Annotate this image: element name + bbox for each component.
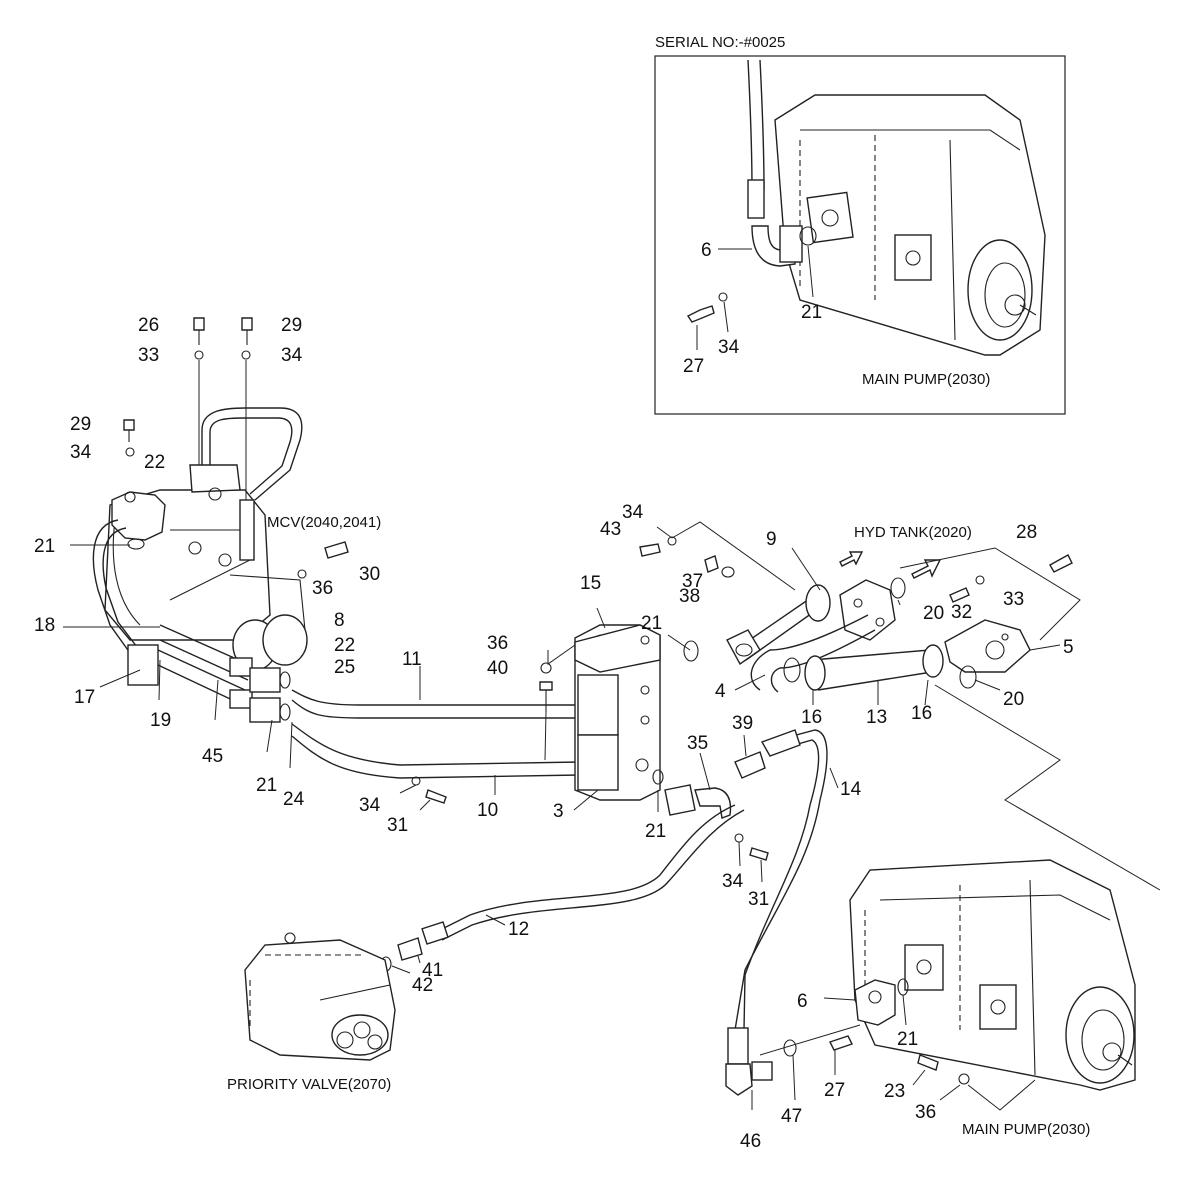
main-pump-lower-caption: MAIN PUMP(2030) — [962, 1121, 1090, 1138]
callout-43: 43 — [600, 519, 621, 540]
callout-29: 29 — [281, 315, 302, 336]
priority-valve-drawing: PRIORITY VALVE(2070) — [227, 932, 396, 1093]
callout-23: 23 — [884, 1081, 905, 1102]
callout-27-inset: 27 — [683, 356, 704, 377]
callout-33: 33 — [1003, 589, 1024, 610]
callout-14: 14 — [840, 779, 862, 800]
callout-6-lower: 6 — [797, 991, 808, 1012]
callout-11: 11 — [402, 649, 422, 670]
callout-26: 26 — [138, 315, 159, 336]
callout-34: 34 — [281, 345, 303, 366]
callout-36: 36 — [312, 578, 333, 599]
priority-valve-caption: PRIORITY VALVE(2070) — [227, 1076, 391, 1093]
callout-6-inset: 6 — [701, 240, 712, 261]
callout-37: 37 — [682, 571, 703, 592]
callout-34: 34 — [722, 871, 744, 892]
callout-47: 47 — [781, 1106, 802, 1127]
callout-12: 12 — [508, 919, 529, 940]
callout-36-lower: 36 — [915, 1102, 936, 1123]
callout-22: 22 — [334, 635, 355, 656]
callout-39: 39 — [732, 713, 753, 734]
suction-assembly: HYD TANK(2020) 28 20 32 33 5 20 4 16 13 … — [715, 522, 1161, 891]
callout-34: 34 — [622, 502, 644, 523]
callout-36: 36 — [487, 633, 508, 654]
serial-caption: SERIAL NO:-#0025 — [655, 34, 785, 51]
callout-29: 29 — [70, 414, 91, 435]
callout-31: 31 — [748, 889, 769, 910]
callout-46: 46 — [740, 1131, 761, 1152]
callout-3: 3 — [553, 801, 564, 822]
callout-15: 15 — [580, 573, 601, 594]
mcv-assembly: 26 33 29 34 29 34 22 21 30 36 18 8 22 25… — [34, 315, 381, 810]
callout-19: 19 — [150, 710, 171, 731]
callout-25: 25 — [334, 657, 355, 678]
callout-33: 33 — [138, 345, 159, 366]
callout-18: 18 — [34, 615, 55, 636]
inset-panel: SERIAL NO:-#0025 — [654, 34, 1066, 415]
callout-21: 21 — [34, 536, 55, 557]
callout-24: 24 — [283, 789, 305, 810]
callout-27-lower: 27 — [824, 1080, 845, 1101]
callout-5: 5 — [1063, 637, 1074, 658]
cooler-assembly: 34 43 9 37 38 15 21 36 40 11 34 31 10 3 … — [291, 502, 862, 1096]
callout-21: 21 — [256, 775, 277, 796]
callout-28: 28 — [1016, 522, 1037, 543]
callout-20: 20 — [1003, 689, 1024, 710]
callout-21-lower: 21 — [897, 1029, 918, 1050]
callout-21: 21 — [641, 613, 662, 634]
inset-frame — [654, 55, 1066, 415]
main-pump-lower-drawing: 6 21 27 47 46 23 36 MAIN PUMP(2030) — [740, 859, 1136, 1152]
callout-34: 34 — [70, 442, 92, 463]
callout-21: 21 — [645, 821, 666, 842]
callout-41: 41 — [422, 960, 443, 981]
callout-32: 32 — [951, 602, 972, 623]
hyd-tank-caption: HYD TANK(2020) — [854, 524, 972, 541]
callout-30: 30 — [359, 564, 380, 585]
callout-13: 13 — [866, 707, 887, 728]
callout-35: 35 — [687, 733, 708, 754]
callout-16: 16 — [801, 707, 822, 728]
callout-4: 4 — [715, 681, 726, 702]
callout-17: 17 — [74, 687, 95, 708]
callout-31: 31 — [387, 815, 408, 836]
callout-34-inset: 34 — [718, 337, 740, 358]
callout-34: 34 — [359, 795, 381, 816]
callout-8: 8 — [334, 610, 345, 631]
callout-16: 16 — [911, 703, 932, 724]
callout-9: 9 — [766, 529, 777, 550]
callout-40: 40 — [487, 658, 508, 679]
callout-22: 22 — [144, 452, 165, 473]
callout-21-inset: 21 — [801, 302, 822, 323]
mcv-caption: MCV(2040,2041) — [267, 514, 381, 531]
main-pump-inset-caption: MAIN PUMP(2030) — [862, 371, 990, 388]
callout-45: 45 — [202, 746, 223, 767]
callout-42: 42 — [412, 975, 433, 996]
callout-38: 38 — [679, 586, 700, 607]
callout-10: 10 — [477, 800, 498, 821]
main-pump-inset-drawing — [774, 94, 1046, 356]
callout-20: 20 — [923, 603, 944, 624]
